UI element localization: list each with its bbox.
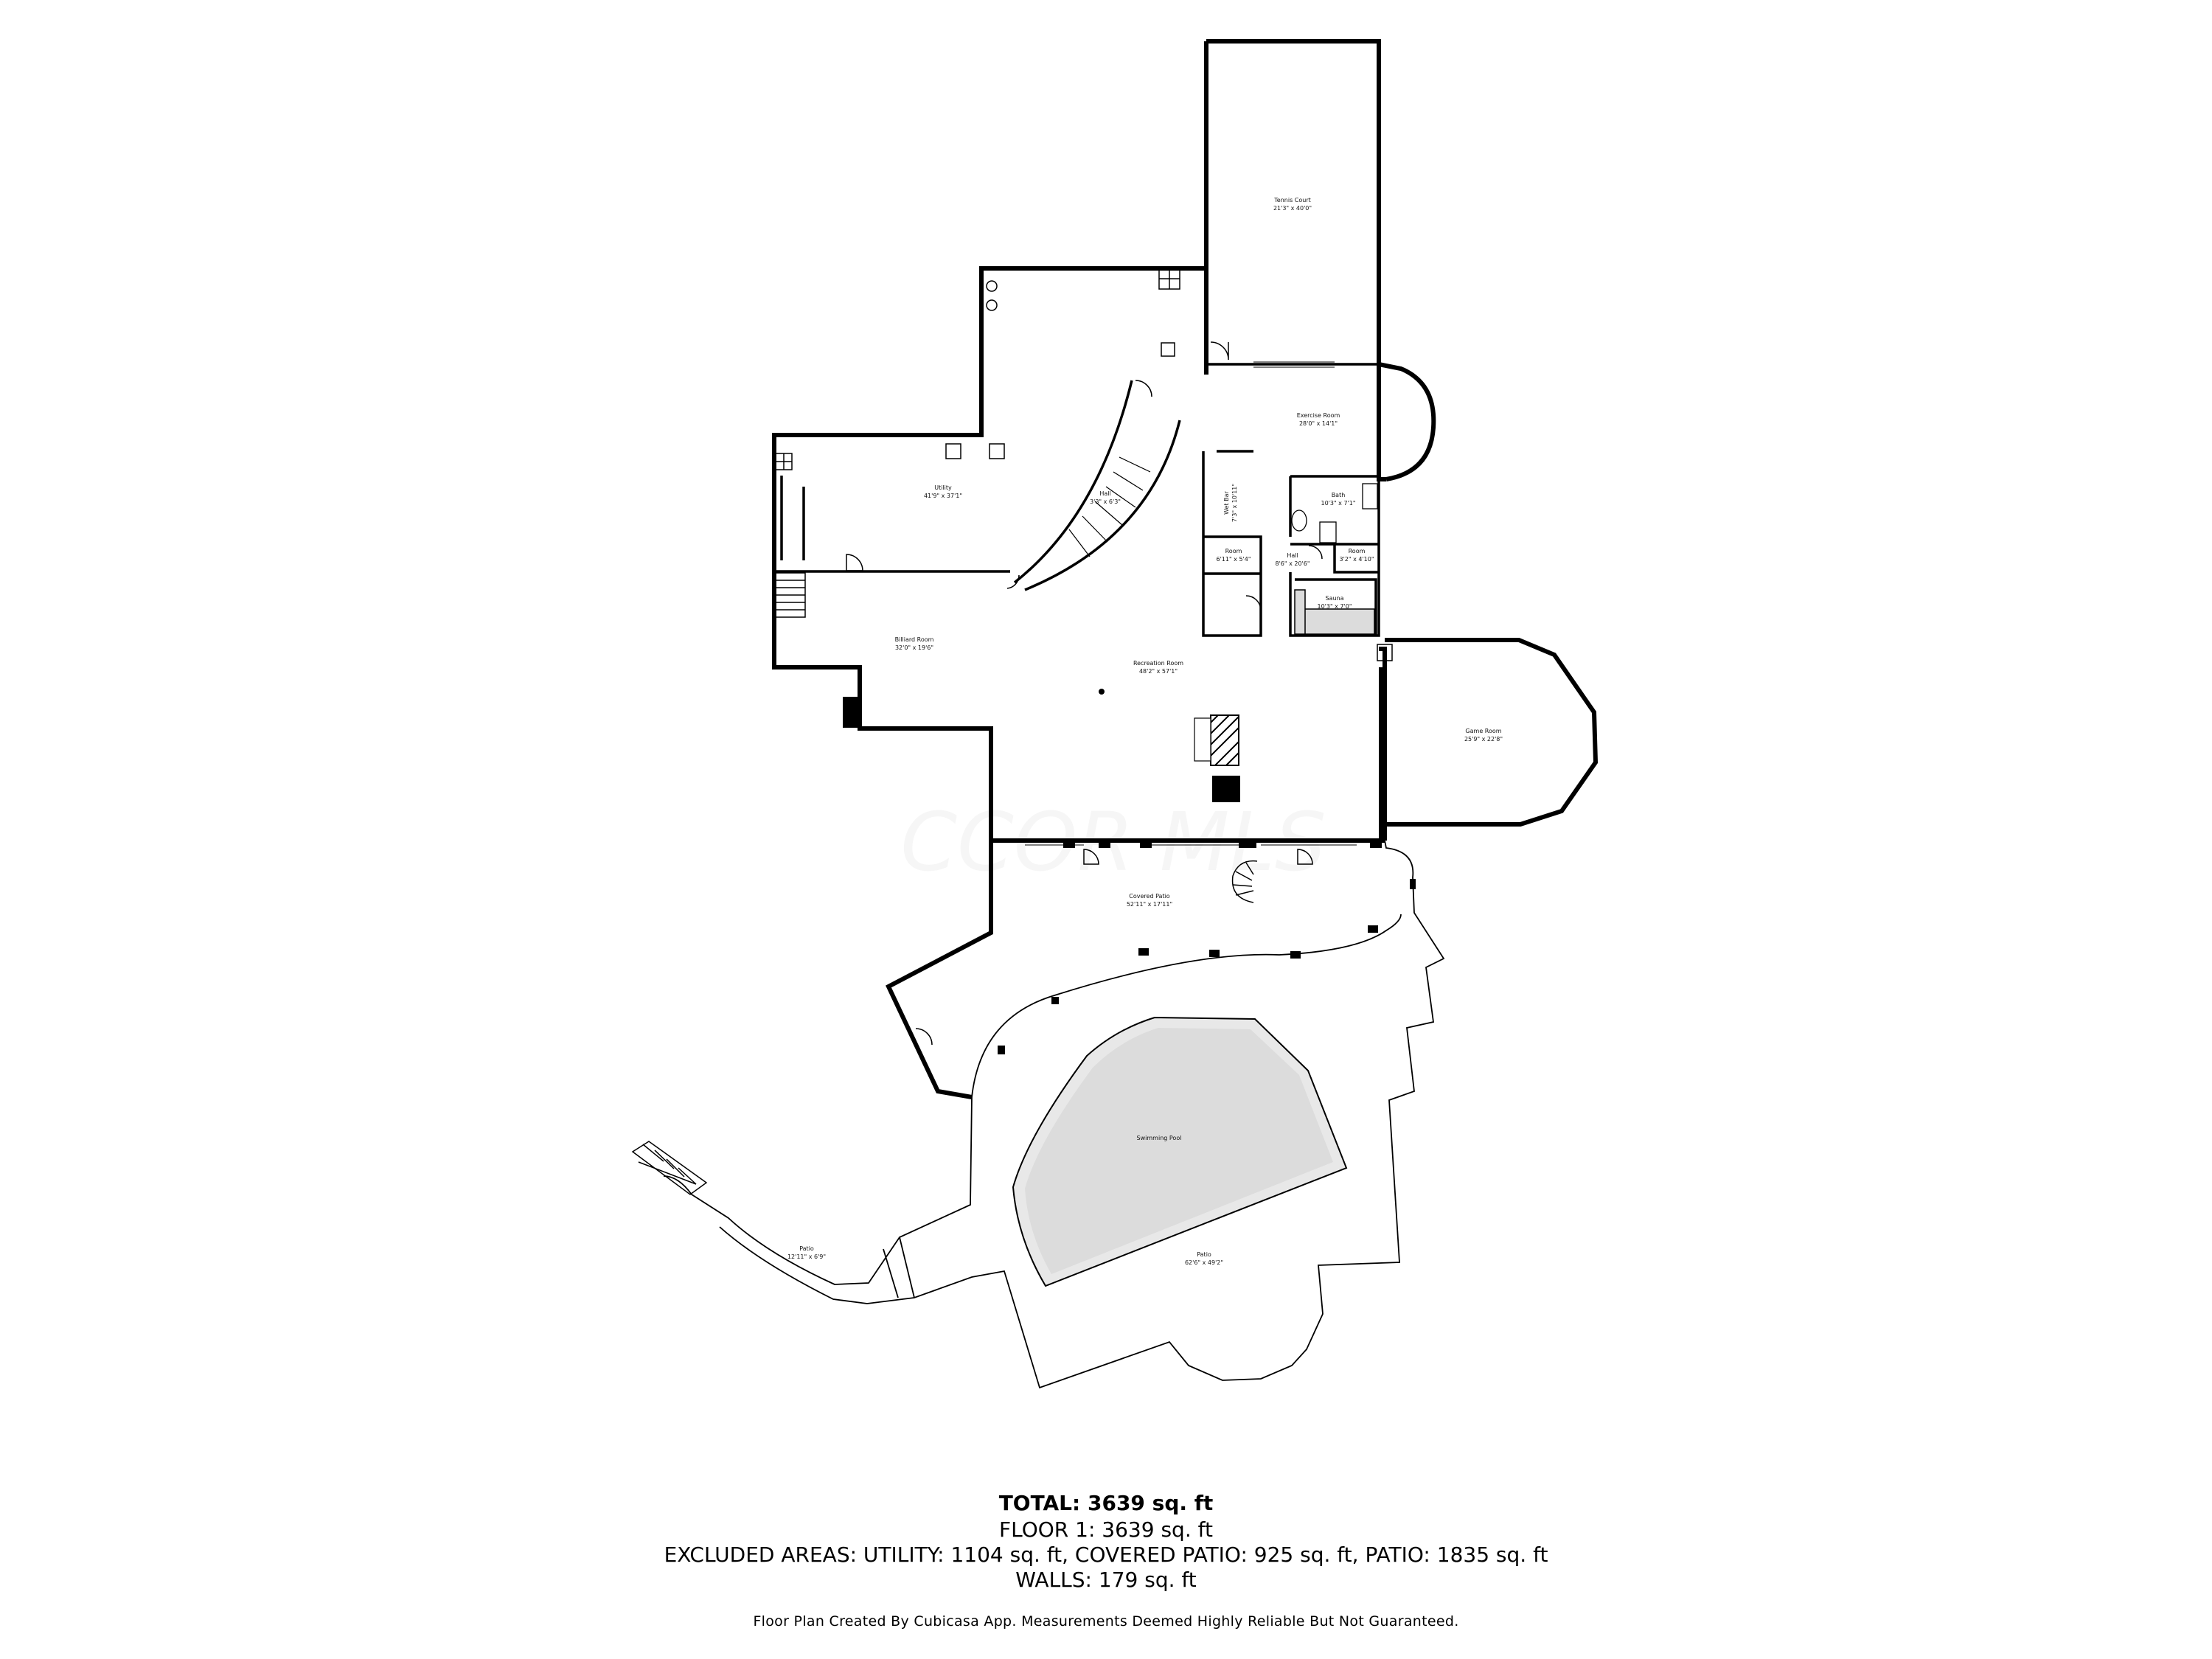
pool-water (1025, 1028, 1333, 1274)
floor-plan-credit: Floor Plan Created By Cubicasa App. Meas… (753, 1613, 1459, 1630)
patio-steps (631, 1141, 708, 1195)
room-labels: Tennis Court 21'3" x 40'0" Exercise Room… (787, 197, 1503, 1266)
room-name-patio-small: Patio (799, 1245, 814, 1252)
floor-1-area: FLOOR 1: 3639 sq. ft (999, 1517, 1213, 1542)
interior-walls (774, 363, 1380, 637)
room-dims-bath: 10'3" x 7'1" (1321, 500, 1355, 507)
room-name-billiard-room: Billiard Room (895, 636, 934, 643)
room-dims-room-left: 6'11" x 5'4" (1216, 556, 1251, 563)
room-dims-room-right: 3'2" x 4'10" (1339, 556, 1374, 563)
room-name-patio-large: Patio (1197, 1251, 1211, 1258)
room-name-swimming-pool: Swimming Pool (1137, 1135, 1182, 1141)
spiral-stair (1231, 860, 1258, 903)
room-dims-exercise-room: 28'0" x 14'1" (1299, 420, 1338, 427)
room-name-utility: Utility (934, 484, 952, 491)
room-dims-tennis-court: 21'3" x 40'0" (1273, 205, 1312, 212)
room-dims-hall-stair: 3'3" x 6'3" (1090, 498, 1121, 505)
room-name-room-left: Room (1225, 548, 1242, 554)
room-name-bath: Bath (1332, 492, 1346, 498)
room-name-game-room: Game Room (1465, 728, 1501, 734)
room-name-sauna: Sauna (1325, 595, 1343, 602)
window-marks (1025, 361, 1357, 846)
room-name-recreation-room: Recreation Room (1133, 660, 1183, 667)
room-dims-sauna: 10'3" x 7'0" (1317, 603, 1352, 610)
room-dims-recreation-room: 48'2" x 57'1" (1139, 668, 1178, 675)
room-dims-game-room: 25'9" x 22'8" (1464, 736, 1503, 742)
door-swings (846, 341, 1323, 1046)
room-name-hall-center: Hall (1287, 552, 1298, 559)
total-area: TOTAL: 3639 sq. ft (998, 1491, 1214, 1515)
room-dims-hall-center: 8'6" x 20'6" (1275, 560, 1310, 567)
room-dims-patio-small: 12'11" x 6'9" (787, 1253, 826, 1260)
bath-fixtures (1291, 483, 1378, 543)
exercise-bay-wall (1378, 362, 1436, 481)
room-name-wet-bar: Wet Bar (1223, 490, 1230, 514)
room-name-hall-stair: Hall (1099, 490, 1110, 497)
fireplace (1194, 714, 1240, 802)
room-dims-wet-bar: 7'3" x 10'11" (1231, 484, 1238, 522)
room-name-exercise-room: Exercise Room (1297, 412, 1340, 419)
sauna-bench-side (1294, 589, 1306, 635)
excluded-areas: EXCLUDED AREAS: UTILITY: 1104 sq. ft, CO… (664, 1543, 1548, 1567)
room-name-room-right: Room (1349, 548, 1366, 554)
room-dims-patio-large: 62'6" x 49'2" (1185, 1259, 1223, 1266)
room-name-covered-patio: Covered Patio (1129, 893, 1170, 900)
room-name-tennis-court: Tennis Court (1273, 197, 1311, 204)
patio-outline (663, 840, 1445, 1389)
game-room-wall (1385, 638, 1599, 827)
walls-area: WALLS: 179 sq. ft (1015, 1568, 1197, 1592)
room-dims-utility: 41'9" x 37'1" (924, 493, 962, 499)
utility-stairs (775, 572, 806, 618)
utility-fixtures (775, 268, 1393, 661)
room-dims-billiard-room: 32'0" x 19'6" (895, 644, 933, 651)
exterior-walls (772, 39, 1387, 1099)
curved-stairs (1068, 456, 1151, 557)
room-dims-covered-patio: 52'11" x 17'11" (1127, 901, 1172, 908)
sauna-bench (1303, 608, 1375, 635)
